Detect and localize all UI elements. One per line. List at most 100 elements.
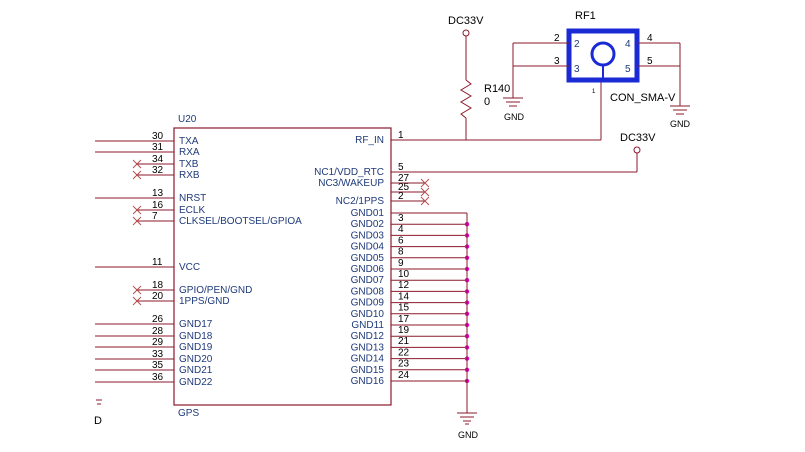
pin-number: 11 bbox=[152, 257, 163, 268]
pin-name: RXB bbox=[179, 170, 200, 181]
pin-name: RXA bbox=[179, 147, 200, 158]
no-connect-mark bbox=[420, 178, 430, 188]
r140-ref-label: R140 bbox=[484, 83, 510, 95]
pin-name: GND07 bbox=[351, 275, 385, 286]
rf1-outer-pin-3: 3 bbox=[554, 56, 560, 67]
rf1-outer-pin-4: 4 bbox=[647, 33, 653, 44]
pin-number: 31 bbox=[152, 142, 164, 153]
u20-type-label: GPS bbox=[178, 408, 199, 419]
no-connect-mark bbox=[132, 170, 142, 180]
pin-number: 16 bbox=[152, 200, 164, 211]
pin-number: 18 bbox=[152, 280, 164, 291]
rf1-pin1-mark: 1 bbox=[592, 89, 596, 95]
pin-name: NC1/VDD_RTC bbox=[314, 167, 384, 178]
u20-left-pin-32[interactable]: 32 RXB bbox=[132, 165, 200, 181]
r140-value-label: 0 bbox=[484, 96, 490, 108]
u20-ref-label: U20 bbox=[178, 114, 197, 125]
pin-number: 4 bbox=[398, 224, 404, 235]
rf1-inner-pin-5: 5 bbox=[625, 64, 631, 75]
no-connect-mark bbox=[132, 216, 142, 226]
dc33v-top-label: DC33V bbox=[448, 15, 484, 27]
pin-number: 28 bbox=[152, 326, 164, 337]
pin-number: 36 bbox=[152, 372, 164, 383]
rf1-inner-pin-2: 2 bbox=[574, 39, 580, 50]
rf1-ref-label: RF1 bbox=[575, 10, 596, 22]
u20-right-gnd-pin-9[interactable]: 9 GND05 bbox=[351, 253, 470, 269]
pin-name: GND06 bbox=[351, 264, 385, 275]
pin-name: GND15 bbox=[351, 365, 385, 376]
pin-number: 9 bbox=[398, 258, 404, 269]
pin-number: 25 bbox=[398, 182, 410, 193]
pin-name: TXA bbox=[179, 136, 199, 147]
pin-name: GND01 bbox=[351, 208, 385, 219]
pin-number: 8 bbox=[398, 247, 404, 258]
pin-name: GND12 bbox=[351, 331, 385, 342]
pin-number: 5 bbox=[398, 162, 404, 173]
pin-number: 32 bbox=[152, 165, 164, 176]
pin-number: 17 bbox=[398, 314, 410, 325]
pin-number: 29 bbox=[152, 337, 164, 348]
rf1-inner-pin-4: 4 bbox=[625, 39, 631, 50]
pin-name: GND11 bbox=[351, 320, 384, 331]
pin-number: 21 bbox=[398, 336, 410, 347]
dc33v-top-net: DC33V R140 0 bbox=[448, 15, 510, 140]
pin-name: GND08 bbox=[351, 286, 385, 297]
rf1-value-label: CON_SMA-V bbox=[610, 92, 676, 104]
no-connect-mark bbox=[132, 205, 142, 215]
no-connect-mark bbox=[420, 196, 430, 206]
pin-name: GND02 bbox=[351, 219, 385, 230]
pin-number: 2 bbox=[398, 191, 404, 202]
u20-right-pin-5[interactable]: 5 NC1/VDD_RTC bbox=[314, 162, 430, 178]
pin-number: 3 bbox=[398, 213, 404, 224]
pin-number: 23 bbox=[398, 359, 410, 370]
pin-number: 33 bbox=[152, 349, 164, 360]
pin-number: 12 bbox=[398, 280, 410, 291]
pin-name: GND04 bbox=[351, 242, 385, 253]
pin-name: GND13 bbox=[351, 342, 385, 353]
u20-right-pin-25[interactable]: 25 bbox=[391, 182, 430, 197]
pin-name: GND10 bbox=[351, 309, 385, 320]
u20-left-pin-29[interactable]: 29 GND19 bbox=[95, 337, 213, 353]
gnd-bottom-label: GND bbox=[458, 430, 479, 440]
pin-name: GND05 bbox=[351, 253, 385, 264]
pin-name: GND03 bbox=[351, 230, 385, 241]
rf1-component[interactable]: RF1 2 3 4 5 2 3 4 5 1 CON_SMA-V bbox=[554, 10, 676, 104]
pin-name: CLKSEL/BOOTSEL/GPIOA bbox=[179, 216, 302, 227]
u20-right-pin-1[interactable]: 1RF_IN bbox=[355, 130, 430, 146]
pin-number: 30 bbox=[152, 131, 164, 142]
gnd-rf-left-label: GND bbox=[504, 112, 525, 122]
no-connect-mark bbox=[132, 296, 142, 306]
rf1-inner-pin-3: 3 bbox=[574, 64, 580, 75]
r140-resistor[interactable] bbox=[460, 79, 472, 119]
pin-name: NRST bbox=[179, 193, 206, 204]
u20-left-pin-31[interactable]: 31 RXA bbox=[95, 142, 200, 158]
pin-name: GND20 bbox=[179, 354, 213, 365]
pin-name: TXB bbox=[179, 159, 199, 170]
u20-left-pin-30[interactable]: 30 TXA bbox=[95, 131, 199, 147]
u20-left-pin-33[interactable]: 33 GND20 bbox=[95, 349, 213, 365]
pin-name: 1PPS/GND bbox=[179, 296, 230, 307]
pin-number: 15 bbox=[398, 303, 410, 314]
partial-letter: D bbox=[94, 415, 102, 427]
dc33v-right-label: DC33V bbox=[620, 132, 656, 144]
rf1-outer-pin-5: 5 bbox=[647, 56, 653, 67]
pin-number: 35 bbox=[152, 360, 164, 371]
pin-name: GND19 bbox=[179, 342, 213, 353]
pin-number: 6 bbox=[398, 235, 404, 246]
